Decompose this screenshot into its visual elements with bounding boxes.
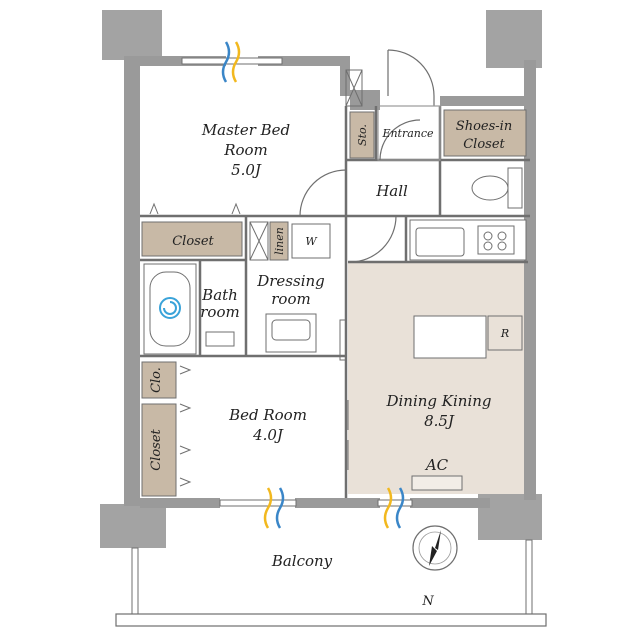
dressing-label: Dressing xyxy=(256,272,325,290)
balcony-label: Balcony xyxy=(271,552,333,570)
column-top-left xyxy=(102,10,162,60)
storage-label: Sto. xyxy=(356,124,369,146)
storage xyxy=(349,111,375,159)
master-bedroom-size: 5.0J xyxy=(231,161,262,179)
shoes-closet-label: Shoes-in xyxy=(456,119,512,134)
bed-room-size: 4.0J xyxy=(252,426,284,444)
side-closet-label: Closet xyxy=(149,428,164,470)
linen-label: linen xyxy=(273,227,286,255)
shoes-closet-label-2: Closet xyxy=(463,137,505,152)
bath-tap xyxy=(205,331,235,347)
master-bedroom-label: Master Bed xyxy=(201,121,290,139)
north-label: N xyxy=(421,594,434,609)
dining-floor xyxy=(348,262,528,494)
entrance-label: Entrance xyxy=(381,127,434,140)
clo-label: Clo. xyxy=(149,367,164,393)
dining-label: Dining Kining xyxy=(385,392,491,410)
compass-icon xyxy=(412,525,458,571)
ac-unit xyxy=(411,475,463,491)
wash-basin xyxy=(265,313,317,353)
bath-label-2: room xyxy=(200,303,239,321)
column-top-right xyxy=(486,10,542,68)
closet-door-markers xyxy=(149,202,241,487)
clo-closet xyxy=(141,361,177,399)
column-bottom-left xyxy=(100,504,166,548)
kitchen-island xyxy=(413,315,487,359)
stove-burners-icon xyxy=(483,231,507,251)
kitchen-counter xyxy=(409,219,527,261)
closet-top xyxy=(141,221,243,257)
balcony xyxy=(115,539,547,627)
refrigerator-label: R xyxy=(500,327,509,340)
shoes-in-closet xyxy=(443,109,527,157)
bed-room-label: Bed Room xyxy=(228,406,307,424)
dining-size: 8.5J xyxy=(424,412,455,430)
bath-swirl-icon xyxy=(159,297,181,319)
sliding-doors xyxy=(339,319,349,470)
bathtub xyxy=(143,263,197,355)
refrigerator xyxy=(487,315,523,351)
washer xyxy=(291,223,331,259)
side-closet xyxy=(141,403,177,497)
master-bedroom-label-2: Room xyxy=(223,141,268,159)
bath-label: Bath xyxy=(201,286,238,304)
dressing-label-2: room xyxy=(271,290,310,308)
entrance-door xyxy=(377,49,441,161)
vent-icon xyxy=(221,41,405,529)
ac-label: AC xyxy=(424,456,449,474)
utility-boxes xyxy=(249,69,363,261)
closet-top-label: Closet xyxy=(172,234,214,249)
windows xyxy=(181,57,413,507)
toilet xyxy=(471,167,523,209)
dining-door-swing xyxy=(349,215,397,263)
linen-closet xyxy=(269,221,289,261)
washer-label: W xyxy=(305,235,318,248)
exterior-walls xyxy=(124,56,536,508)
master-door-swing xyxy=(299,169,347,217)
hall-label: Hall xyxy=(375,182,408,200)
